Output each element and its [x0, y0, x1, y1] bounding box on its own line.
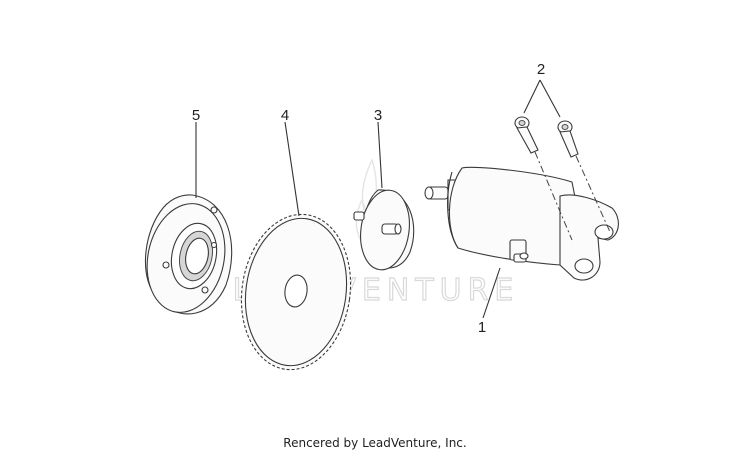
part-5-flange: [144, 194, 233, 315]
part-2-bolt-right: [557, 120, 579, 158]
footer-credit: Rencered by LeadVenture, Inc.: [283, 436, 467, 450]
bolt-axis-left: [534, 151, 573, 241]
bolt-axis-right: [575, 155, 611, 233]
part-2-bolt-left: [514, 116, 539, 154]
callout-4: 4: [281, 107, 289, 124]
callout-1: 1: [478, 319, 486, 336]
leader-lines: [195, 79, 561, 319]
callout-3: 3: [374, 107, 382, 124]
callout-5: 5: [192, 107, 200, 124]
part-3-drive-cap: [353, 189, 415, 271]
callout-2: 2: [537, 61, 545, 78]
part-4-gear: [240, 213, 352, 371]
part-1-starter-motor: [424, 166, 619, 281]
